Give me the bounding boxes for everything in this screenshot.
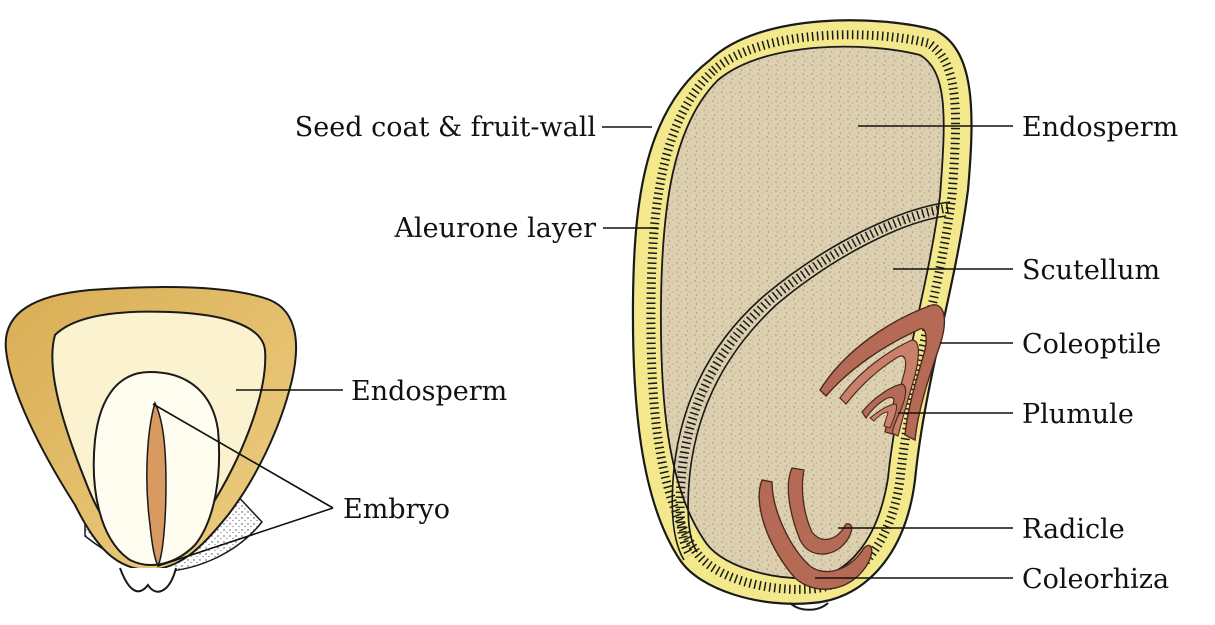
label-aleurone: Aleurone layer xyxy=(394,213,597,244)
label-endosperm-left: Endosperm xyxy=(351,376,507,407)
label-endosperm-right: Endosperm xyxy=(1022,112,1178,143)
simple-seed-section xyxy=(6,287,296,592)
label-seed-coat: Seed coat & fruit-wall xyxy=(295,112,596,143)
seed-base-notch xyxy=(120,568,176,592)
label-coleoptile: Coleoptile xyxy=(1022,329,1161,360)
label-embryo: Embryo xyxy=(343,494,450,525)
grain-section xyxy=(633,20,972,610)
label-scutellum: Scutellum xyxy=(1022,255,1160,286)
label-coleorhiza: Coleorhiza xyxy=(1022,564,1169,595)
label-radicle: Radicle xyxy=(1022,514,1125,545)
label-plumule: Plumule xyxy=(1022,399,1134,430)
